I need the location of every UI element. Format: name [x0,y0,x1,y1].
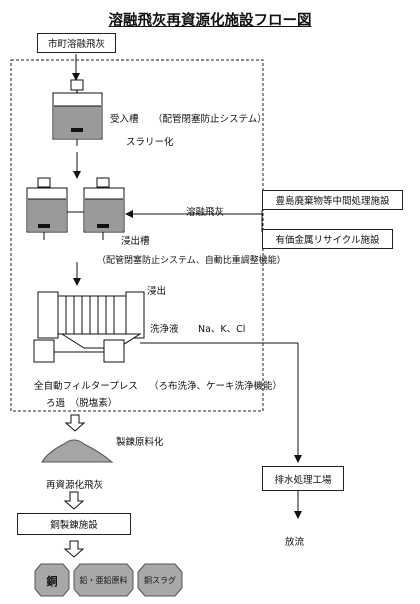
receiving-tank-note: （配管閉塞防止システム） [153,114,267,125]
receiving-tank-label: 受入槽 [110,114,139,125]
copper-smelter-box: 銅製錬施設 [17,513,131,535]
input-box-teshima: 豊島廃棄物等中間処理施設 [262,190,403,210]
output-lead-zinc-shape [73,563,134,597]
output-lead-zinc: 鉛・亜鉛原料 [79,576,128,585]
filter-press [33,291,145,363]
leaching-tank-2 [83,177,125,240]
input-box-metal-recycling: 有価金属リサイクル施設 [262,229,393,249]
leaching-tank-label: 浸出槽 [121,236,150,247]
recycled-fly-ash-label: 再資源化飛灰 [46,480,104,491]
source-box: 市町溶融飛灰 [37,33,116,53]
leaching-tank-note: （配管閉塞防止システム、自動比重調整機能） [97,256,286,266]
leaching-tank-1 [26,177,68,240]
output-copper-slag-shape [137,563,183,597]
arrow-smelter-to-outputs [63,540,85,558]
wash-liquid-label: 洗浄液 [150,324,179,335]
filter-features-label: （ろ布洗浄、ケーキ洗浄機能） [149,381,283,392]
filter-press-label: 全自動フィルタープレス [34,381,138,392]
slurry-label: スラリー化 [126,137,174,148]
product-pile [41,439,114,463]
output-copper: 銅 [46,575,58,588]
output-copper-shape [34,563,70,597]
leaching-process-label: 浸出 [147,286,167,297]
wastewater-plant-box: 排水処理工場 [262,466,344,491]
fly-ash-input-label: 溶融飛灰 [186,207,225,218]
arrow-filter-to-pile [64,414,86,432]
wash-ions-label: Na、K、Cl [198,324,246,335]
discharge-label: 放流 [285,537,305,548]
arrow-product-to-smelter [63,491,85,510]
smelting-raw-label: 製錬原料化 [116,437,164,448]
output-copper-slag: 銅スラグ [144,576,176,585]
page-title: 溶融飛灰再資源化施設フロー図 [108,13,312,29]
filtration-label: ろ過 （脱塩素） [46,398,118,409]
receiving-tank [52,79,103,146]
